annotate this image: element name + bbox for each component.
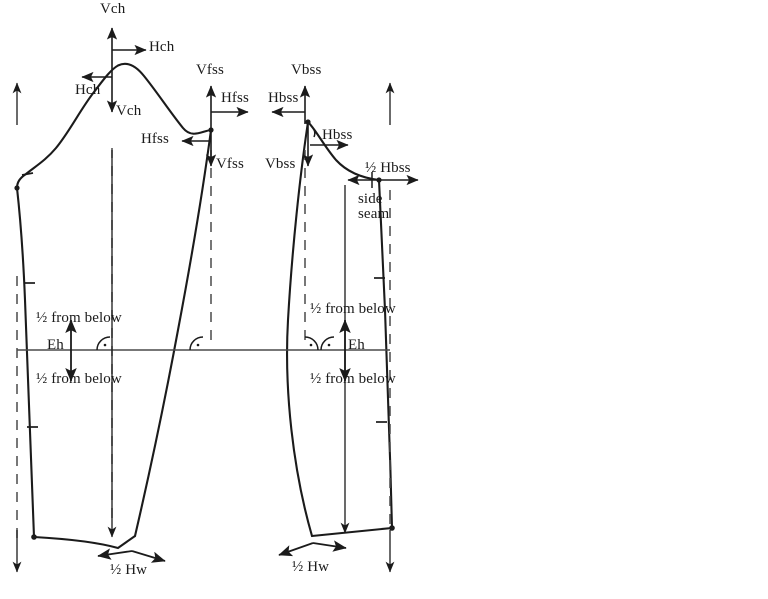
right-angle-markers — [96, 336, 335, 351]
label-half-hbss: ½ Hbss — [365, 160, 411, 176]
label-eh-right: Eh — [348, 337, 365, 353]
label-hbss-left: Hbss — [268, 90, 299, 106]
label-eh-left: Eh — [47, 337, 64, 353]
construction-dashed-lines — [16, 148, 391, 540]
back-cuff-right-point — [389, 525, 395, 531]
front-sleeve-outline — [14, 62, 214, 550]
label-hfss-left: Hfss — [141, 131, 169, 147]
front-notch-tick-upper — [21, 172, 34, 176]
label-vbss-down: Vbss — [265, 156, 296, 172]
half-hw-back-right-arrow — [312, 540, 347, 552]
front-sleeve-left-seam — [15, 186, 36, 539]
right-angle-dot-4 — [327, 343, 331, 347]
right-angle-arc-1 — [96, 336, 111, 351]
right-angle-dot-2 — [196, 343, 200, 347]
right-angle-arc-4 — [320, 336, 335, 351]
back-peak-angle-arc — [310, 125, 316, 138]
front-sleeve-cuff-line — [32, 534, 137, 550]
back-sleeve-left-seam — [286, 120, 314, 538]
half-hw-front-left-arrow — [97, 548, 133, 560]
front-sleeve-right-seam — [133, 128, 213, 538]
front-underarm-point — [14, 185, 20, 191]
right-angle-arc-2 — [189, 336, 204, 351]
half-hw-front-right-arrow — [131, 550, 166, 563]
back-sleeve-peak-point — [305, 119, 311, 125]
label-vfss-down: Vfss — [216, 156, 244, 172]
label-vbss-top: Vbss — [291, 62, 322, 78]
label-half-from-below-bottom-left: ½ from below — [36, 371, 122, 387]
label-half-from-below-top-left: ½ from below — [36, 310, 122, 326]
label-half-from-below-top-right: ½ from below — [310, 301, 396, 317]
front-cuff-left-point — [31, 534, 37, 540]
label-vch-top: Vch — [100, 1, 126, 17]
label-half-hw-left: ½ Hw — [110, 562, 148, 578]
label-hfss-right: Hfss — [221, 90, 249, 106]
right-angle-dot-3 — [309, 343, 313, 347]
right-angle-dot-1 — [103, 343, 107, 347]
label-half-from-below-bottom-right: ½ from below — [310, 371, 396, 387]
label-hch-left: Hch — [75, 82, 101, 98]
front-sleeve-cap-curve — [15, 62, 213, 190]
back-sleeve-cuff-line — [310, 526, 394, 538]
label-hbss-right: Hbss — [322, 127, 353, 143]
label-vfss-top: Vfss — [196, 62, 224, 78]
right-angle-arc-3 — [304, 336, 319, 351]
half-hw-back-left-arrow — [278, 542, 314, 557]
label-side-seam-line2: seam — [358, 206, 390, 222]
back-sleeve-outline — [286, 119, 395, 538]
label-hch-right: Hch — [149, 39, 175, 55]
label-half-hw-right: ½ Hw — [292, 559, 330, 575]
label-vch-down: Vch — [116, 103, 142, 119]
measurement-arrows — [12, 27, 419, 573]
label-side-seam-line1: side — [358, 191, 383, 207]
